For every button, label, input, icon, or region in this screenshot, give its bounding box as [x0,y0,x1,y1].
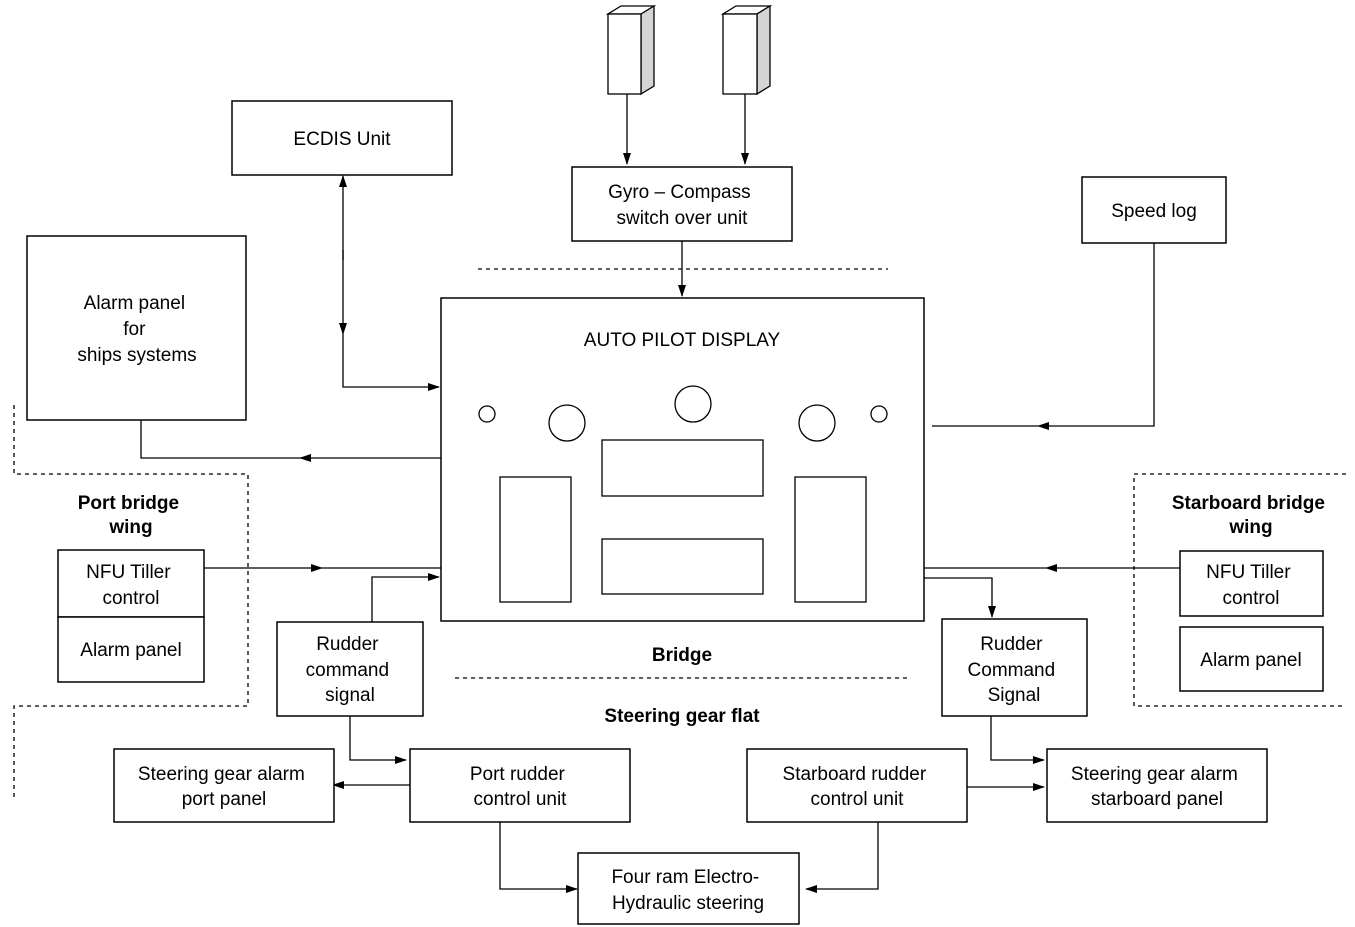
four-ram-steering-box [577,852,800,925]
stbd-alarm-panel-box [1179,626,1324,692]
ecdis-unit-label: ECDIS Unit [293,129,391,150]
four-ram-steering-label: Four ram Electro- Hydraulic steering [611,867,764,914]
autopilot-controls [478,385,888,603]
stbd-rudder-unit-box [746,748,968,823]
port-rudder-command-label: Rudder command signal [306,634,395,706]
component-boxes [26,100,1324,925]
labels: ECDIS Unit Gyro – Compass switch over un… [77,129,1330,914]
autopilot-panel-left [499,476,572,603]
sg-alarm-stbd-box [1046,748,1268,823]
sg-alarm-stbd-label: Steering gear alarm starboard panel [1071,764,1243,810]
autopilot-panel-right [794,476,867,603]
port-alarm-panel-label: Alarm panel [80,640,181,661]
autopilot-knob-center [674,385,712,423]
stbd-rudder-command-label: Rudder Command Signal [968,634,1061,706]
zone-separators [13,268,1346,800]
port-wing-title: Port bridge wing [78,493,185,538]
autopilot-knob-small-right [870,405,888,423]
connectors [140,94,1180,893]
steering-flat-zone-label: Steering gear flat [604,706,760,727]
stbd-nfu-tiller-label: NFU Tiller control [1206,562,1296,609]
autopilot-screen-lower [601,538,764,595]
stbd-rudder-command-box [941,618,1088,717]
port-rudder-command-box [276,621,424,717]
stbd-alarm-panel-label: Alarm panel [1200,650,1301,671]
autopilot-screen-upper [601,439,764,497]
stbd-nfu-tiller-box [1179,550,1324,617]
port-rudder-unit-box [409,748,631,823]
autopilot-knob-large-right [798,404,836,442]
speed-log-label: Speed log [1111,201,1197,222]
ecdis-unit-box [231,100,453,176]
speed-log-box [1081,176,1227,244]
bridge-zone-label: Bridge [652,645,712,666]
gyro-switchover-box [571,166,793,242]
stbd-rudder-unit-label: Starboard rudder control unit [783,764,932,810]
autopilot-knob-small-left [478,405,496,423]
autopilot-display-label: AUTO PILOT DISPLAY [584,330,781,351]
sg-alarm-port-box [113,748,335,823]
alarm-panel-ships-systems-label: Alarm panel for ships systems [77,293,196,366]
stbd-wing-title: Starboard bridge wing [1172,493,1330,538]
port-nfu-tiller-box [57,549,205,618]
port-nfu-tiller-label: NFU Tiller control [86,562,176,609]
gyro-compass-left [605,4,657,96]
gyro-switchover-label: Gyro – Compass switch over unit [608,182,756,229]
autopilot-knob-large-left [548,404,586,442]
sg-alarm-port-label: Steering gear alarm port panel [138,764,310,810]
port-alarm-panel-box [57,616,205,683]
port-rudder-unit-label: Port rudder control unit [470,764,570,810]
gyro-compass-right [720,4,773,96]
alarm-panel-ships-systems-box [26,235,247,421]
